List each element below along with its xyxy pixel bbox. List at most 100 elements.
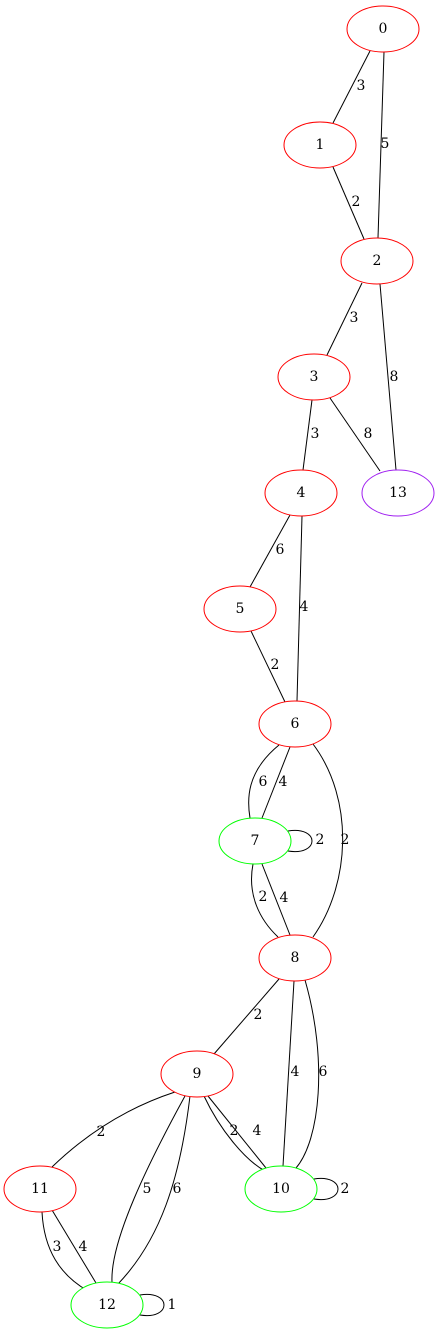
- edge-7-8: 4: [261, 863, 291, 936]
- edge-weight-label: 3: [350, 310, 359, 326]
- node-ellipse: [3, 1165, 77, 1213]
- edge-line: [379, 283, 397, 471]
- node-5: 5: [203, 585, 277, 633]
- edge-weight-label: 4: [300, 599, 309, 615]
- edge-weight-label: 2: [254, 1007, 263, 1023]
- edge-line: [296, 515, 303, 702]
- edge-line: [295, 979, 320, 1169]
- edge-7-8: 2: [251, 863, 279, 938]
- node-ellipse: [264, 469, 338, 517]
- edge-10-10: 2: [313, 1177, 349, 1201]
- edge-weight-label: 2: [316, 832, 325, 848]
- node-label: 7: [251, 833, 260, 849]
- node-label: 13: [389, 485, 407, 501]
- edge-8-9: 2: [213, 978, 280, 1055]
- edge-3-13: 8: [329, 397, 381, 472]
- edge-4-6: 4: [296, 515, 309, 702]
- node-ellipse: [283, 121, 357, 169]
- edge-line: [282, 980, 295, 1167]
- node-ellipse: [70, 1281, 144, 1329]
- edge-weight-label: 4: [279, 774, 288, 790]
- edge-11-12: 3: [41, 1211, 89, 1292]
- node-label: 6: [291, 716, 300, 732]
- edge-1-2: 2: [332, 166, 365, 240]
- node-8: 8: [258, 934, 332, 982]
- edge-line: [377, 51, 385, 239]
- node-9: 9: [160, 1050, 234, 1098]
- node-label: 4: [297, 485, 306, 501]
- node-label: 5: [236, 601, 245, 617]
- edge-6-7: 4: [261, 746, 291, 819]
- edge-line: [51, 1091, 176, 1168]
- edge-weight-label: 2: [97, 1124, 106, 1140]
- edge-0-1: 3: [332, 50, 371, 124]
- node-ellipse: [203, 585, 277, 633]
- edge-weight-label: 6: [173, 1181, 182, 1197]
- edge-9-10: 2: [203, 1095, 266, 1172]
- edge-line: [329, 397, 381, 472]
- node-7: 7: [218, 817, 292, 865]
- edge-weight-label: 2: [271, 657, 280, 673]
- edge-weight-label: 6: [276, 542, 285, 558]
- edge-line: [250, 630, 286, 703]
- edge-8-10: 6: [295, 979, 328, 1169]
- edge-weight-label: 2: [230, 1123, 239, 1139]
- edge-6-7: 6: [248, 744, 280, 819]
- edge-weight-label: 5: [381, 136, 390, 152]
- edge-3-4: 3: [302, 399, 319, 471]
- node-1: 1: [283, 121, 357, 169]
- edge-weight-label: 8: [390, 369, 399, 385]
- edge-weight-label: 1: [168, 1297, 177, 1313]
- node-11: 11: [3, 1165, 77, 1213]
- edge-line: [287, 829, 313, 853]
- edge-11-12: 4: [51, 1209, 97, 1284]
- node-ellipse: [346, 5, 420, 53]
- edge-line: [203, 1095, 266, 1172]
- edge-9-12: 6: [117, 1095, 191, 1285]
- node-ellipse: [258, 934, 332, 982]
- edge-line: [213, 978, 280, 1055]
- node-label: 11: [31, 1181, 49, 1197]
- edge-5-6: 2: [250, 630, 286, 703]
- node-ellipse: [340, 237, 414, 285]
- edge-line: [139, 1293, 165, 1317]
- edge-2-3: 3: [326, 282, 363, 356]
- node-label: 9: [193, 1066, 202, 1082]
- node-0: 0: [346, 5, 420, 53]
- edge-7-7: 2: [287, 829, 325, 853]
- edge-weight-label: 2: [341, 832, 350, 848]
- node-ellipse: [258, 700, 332, 748]
- node-ellipse: [277, 353, 351, 401]
- edge-line: [248, 744, 280, 819]
- node-ellipse: [244, 1165, 318, 1213]
- edge-4-5: 6: [249, 514, 291, 588]
- edge-line: [251, 863, 279, 938]
- node-ellipse: [160, 1050, 234, 1098]
- edge-line: [302, 399, 313, 471]
- node-label: 2: [373, 253, 382, 269]
- edge-line: [111, 1095, 186, 1283]
- edge-line: [332, 166, 365, 240]
- edge-line: [261, 746, 291, 819]
- node-label: 8: [291, 950, 300, 966]
- edge-line: [117, 1095, 191, 1285]
- node-4: 4: [264, 469, 338, 517]
- node-ellipse: [218, 817, 292, 865]
- edge-weight-label: 4: [253, 1123, 262, 1139]
- node-label: 1: [316, 137, 325, 153]
- node-label: 12: [98, 1297, 116, 1313]
- edge-line: [41, 1211, 89, 1292]
- node-label: 3: [310, 369, 319, 385]
- edge-0-2: 5: [377, 51, 390, 239]
- edge-weight-label: 4: [280, 890, 289, 906]
- edge-9-11: 2: [51, 1091, 176, 1168]
- node-10: 10: [244, 1165, 318, 1213]
- edge-6-8: 2: [312, 743, 350, 938]
- edge-weight-label: 2: [259, 889, 268, 905]
- edge-weight-label: 6: [259, 774, 268, 790]
- edge-weight-label: 6: [319, 1064, 328, 1080]
- edge-9-12: 5: [111, 1095, 186, 1283]
- node-ellipse: [361, 469, 435, 517]
